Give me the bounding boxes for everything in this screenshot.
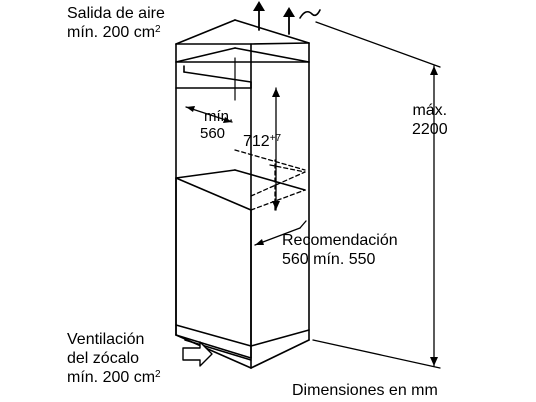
air-outlet-label: Salida de aire mín. 200 cm2 — [67, 4, 165, 42]
niche-width-line2: 560 — [200, 125, 226, 142]
plinth — [175, 324, 310, 361]
air-outlet-line1: Salida de aire — [67, 5, 165, 22]
units-caption: Dimensiones en mm — [292, 382, 438, 399]
recommendation-line2: 560 mín. 550 — [282, 251, 376, 268]
appliance-door — [175, 169, 306, 359]
max-height-line2: 2200 — [412, 121, 448, 138]
recommendation-dimension — [254, 220, 307, 246]
plinth-vent-arrow — [182, 341, 213, 367]
max-height-label: máx. 2200 — [412, 101, 448, 139]
cabinet-outline — [175, 19, 310, 369]
plinth-vent-line2: del zócalo — [67, 350, 140, 367]
niche-width-label: mín. 560 — [200, 108, 233, 142]
air-outlet-line2: mín. 200 cm2 — [67, 24, 161, 41]
upper-compartment — [175, 47, 310, 101]
air-outlet-arrows — [253, 1, 321, 35]
niche-height-label: 712+7 — [243, 133, 282, 150]
plinth-vent-label: Ventilación del zócalo mín. 200 cm2 — [67, 330, 161, 387]
recommendation-line1: Recomendación — [282, 232, 398, 249]
width-dimension — [185, 106, 233, 123]
plinth-vent-line1: Ventilación — [67, 331, 145, 348]
max-height-dimension — [312, 21, 441, 369]
niche-width-line1: mín. — [204, 108, 234, 125]
plinth-vent-line3: mín. 200 cm2 — [67, 369, 161, 386]
recommendation-label: Recomendación 560 mín. 550 — [282, 231, 398, 269]
niche-height-dimension — [272, 87, 280, 211]
max-height-line1: máx. — [412, 102, 448, 119]
